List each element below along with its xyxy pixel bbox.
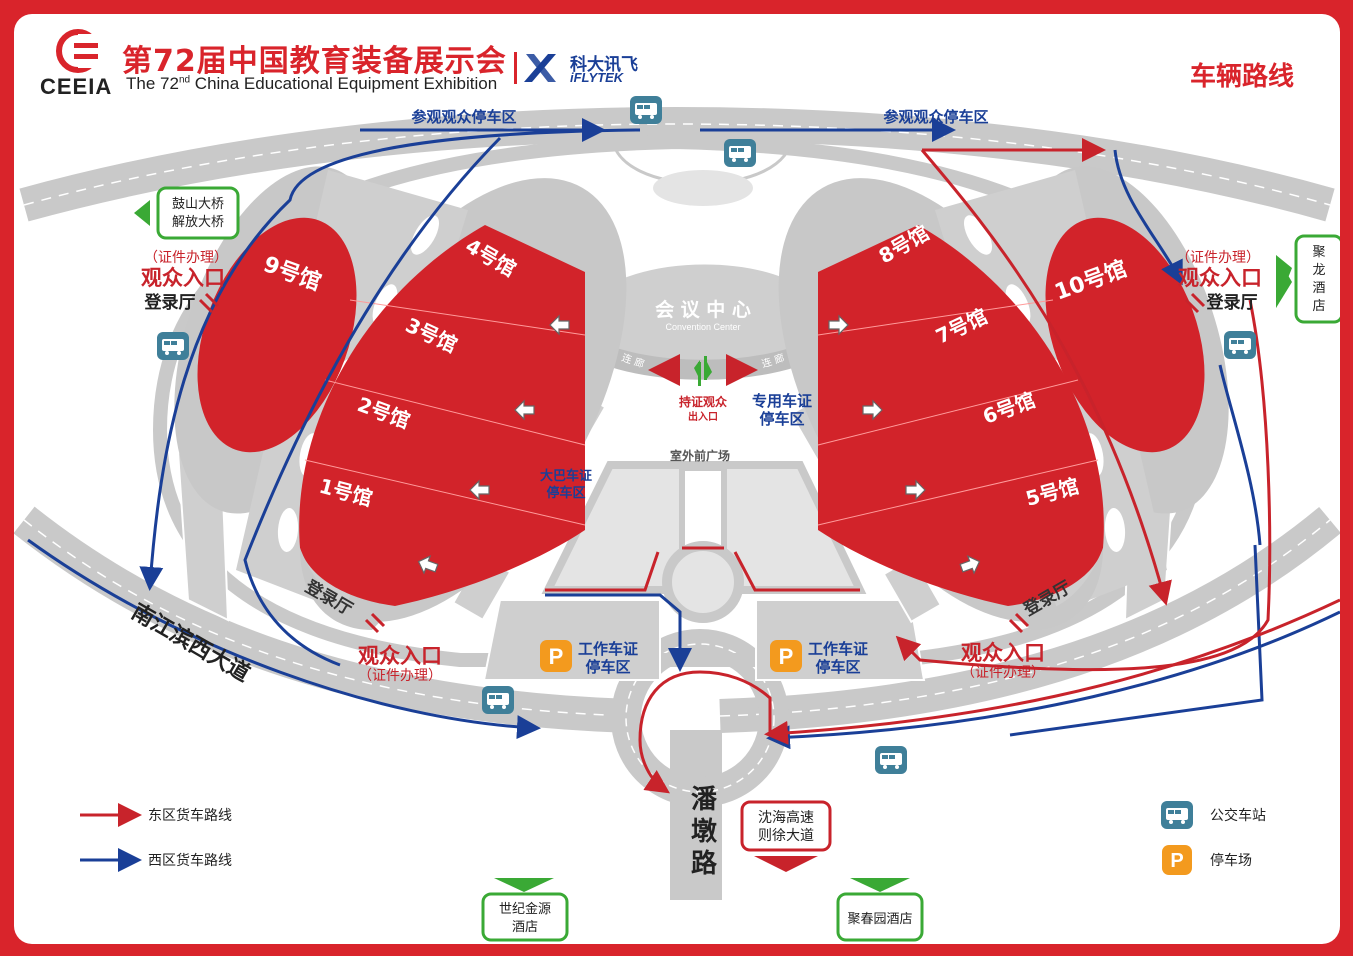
- convention-center-label: 会 议 中 心: [655, 298, 751, 321]
- special-parking-label: 停车区: [759, 410, 804, 428]
- svg-text:解放大桥: 解放大桥: [172, 215, 224, 230]
- west-truck-route: [27, 118, 1340, 750]
- visitor-parking-label-west: 参观观众停车区: [411, 108, 516, 126]
- legend-east-route: 东区货车路线: [148, 807, 232, 824]
- bus-stop-icon[interactable]: [157, 332, 189, 360]
- pandun-road: [611, 629, 789, 900]
- parking-icon[interactable]: P: [770, 640, 802, 672]
- plaza-label: 室外前广场: [670, 448, 730, 463]
- legend-parking-icon: P: [1162, 845, 1192, 875]
- svg-text:沈海高速: 沈海高速: [758, 809, 814, 826]
- parking-icon[interactable]: P: [540, 640, 572, 672]
- special-parking-label: 专用车证: [752, 392, 812, 410]
- convention-center-en: Convention Center: [665, 322, 740, 332]
- logo-text: CEEIA: [40, 74, 113, 99]
- east-truck-route: [545, 138, 1340, 794]
- map-card: CEEIA 第72届中国教育装备展示会 The 72nd China Educa…: [14, 14, 1340, 944]
- entrance-arrow-icon: [198, 292, 1206, 634]
- svg-text:聚春园酒店: 聚春园酒店: [847, 912, 912, 927]
- work-parking-label-west: 停车区: [585, 658, 630, 676]
- legend-parking: 停车场: [1210, 852, 1252, 869]
- pandun-road-label: 潘 墩 路: [691, 785, 718, 879]
- exhibition-subtitle: The 72nd China Educational Equipment Exh…: [126, 74, 498, 93]
- legend: 东区货车路线 西区货车路线 公交车站 P 停车场: [80, 801, 1266, 875]
- legend-bus-icon: [1161, 801, 1193, 829]
- gushan-bridge-sign[interactable]: 鼓山大桥 解放大桥: [134, 186, 240, 240]
- cert-office-label-w: （证件办理）: [144, 250, 228, 266]
- top-road: [19, 106, 1335, 222]
- pandun-char: 墩: [691, 817, 718, 847]
- bus-stop-icon[interactable]: [724, 139, 756, 167]
- julong-char: 酒: [1312, 281, 1325, 296]
- entrance-label-se: 观众入口: [961, 641, 1045, 665]
- cert-office-label-sw: （证件办理）: [358, 668, 442, 684]
- cert-exit-icon: [694, 356, 712, 386]
- juchun-hotel-sign[interactable]: 聚春园酒店: [836, 878, 924, 942]
- ceeia-logo-icon: [56, 29, 104, 73]
- cert-exit-label: 持证观众: [679, 394, 728, 409]
- julong-char: 龙: [1312, 263, 1325, 278]
- shenhai-highway-sign[interactable]: 沈海高速 则徐大道: [740, 800, 832, 872]
- svg-text:世纪金源: 世纪金源: [499, 901, 551, 917]
- entrance-label-e: 观众入口: [1178, 266, 1262, 290]
- cert-office-label-e: （证件办理）: [1176, 250, 1260, 266]
- visitor-parking-label-east: 参观观众停车区: [883, 108, 988, 126]
- registration-label-w: 登录厅: [144, 292, 196, 313]
- pandun-char: 潘: [691, 785, 718, 815]
- iflytek-logo-icon: [514, 52, 556, 84]
- exhibition-title: 第72届中国教育装备展示会: [122, 44, 507, 79]
- bus-stop-icon[interactable]: [875, 746, 907, 774]
- partner-name-en: iFLYTEK: [570, 70, 624, 85]
- legend-west-route: 西区货车路线: [148, 852, 232, 869]
- svg-text:则徐大道: 则徐大道: [758, 828, 814, 844]
- bus-stop-icon[interactable]: [482, 686, 514, 714]
- julong-char: 店: [1312, 299, 1325, 314]
- svg-text:P: P: [779, 644, 794, 669]
- hall-9[interactable]: [168, 196, 387, 475]
- work-parking-label-west: 工作车证: [578, 640, 638, 658]
- bus-stop-icon[interactable]: [1224, 331, 1256, 359]
- cert-office-label-se: （证件办理）: [961, 665, 1045, 681]
- east-halls-5-8[interactable]: [817, 225, 1104, 630]
- shiji-hotel-sign[interactable]: 世纪金源 酒店: [481, 878, 569, 942]
- julong-char: 聚: [1312, 245, 1325, 260]
- bus-parking-label: 大巴车证: [540, 468, 592, 484]
- west-halls-1-4[interactable]: [299, 225, 586, 630]
- venue-map: P P 鼓山大桥 解放大桥 聚 龙 酒 店 世纪金源 酒店: [14, 96, 1340, 942]
- partner-name-cn: 科大讯飞: [570, 55, 638, 75]
- svg-text:P: P: [549, 644, 564, 669]
- cert-exit-label: 出入口: [688, 410, 718, 423]
- julong-hotel-sign[interactable]: 聚 龙 酒 店: [1276, 234, 1340, 324]
- pandun-char: 路: [691, 848, 718, 879]
- corridor-arrows: [648, 354, 758, 386]
- outdoor-plaza: [541, 461, 867, 623]
- bus-stop-icon[interactable]: [630, 96, 662, 124]
- entrance-label-w: 观众入口: [141, 266, 225, 290]
- entrance-label-sw: 观众入口: [358, 644, 442, 668]
- page-title: 车辆路线: [1189, 62, 1294, 92]
- svg-text:酒店: 酒店: [512, 920, 538, 935]
- registration-label-e: 登录厅: [1206, 292, 1258, 313]
- work-parking-label-east: 工作车证: [808, 640, 868, 658]
- svg-text:鼓山大桥: 鼓山大桥: [172, 197, 224, 212]
- work-parking-label-east: 停车区: [815, 658, 860, 676]
- bus-parking-label: 停车区: [546, 485, 585, 501]
- svg-text:P: P: [1170, 850, 1183, 872]
- legend-bus-stop: 公交车站: [1210, 807, 1266, 824]
